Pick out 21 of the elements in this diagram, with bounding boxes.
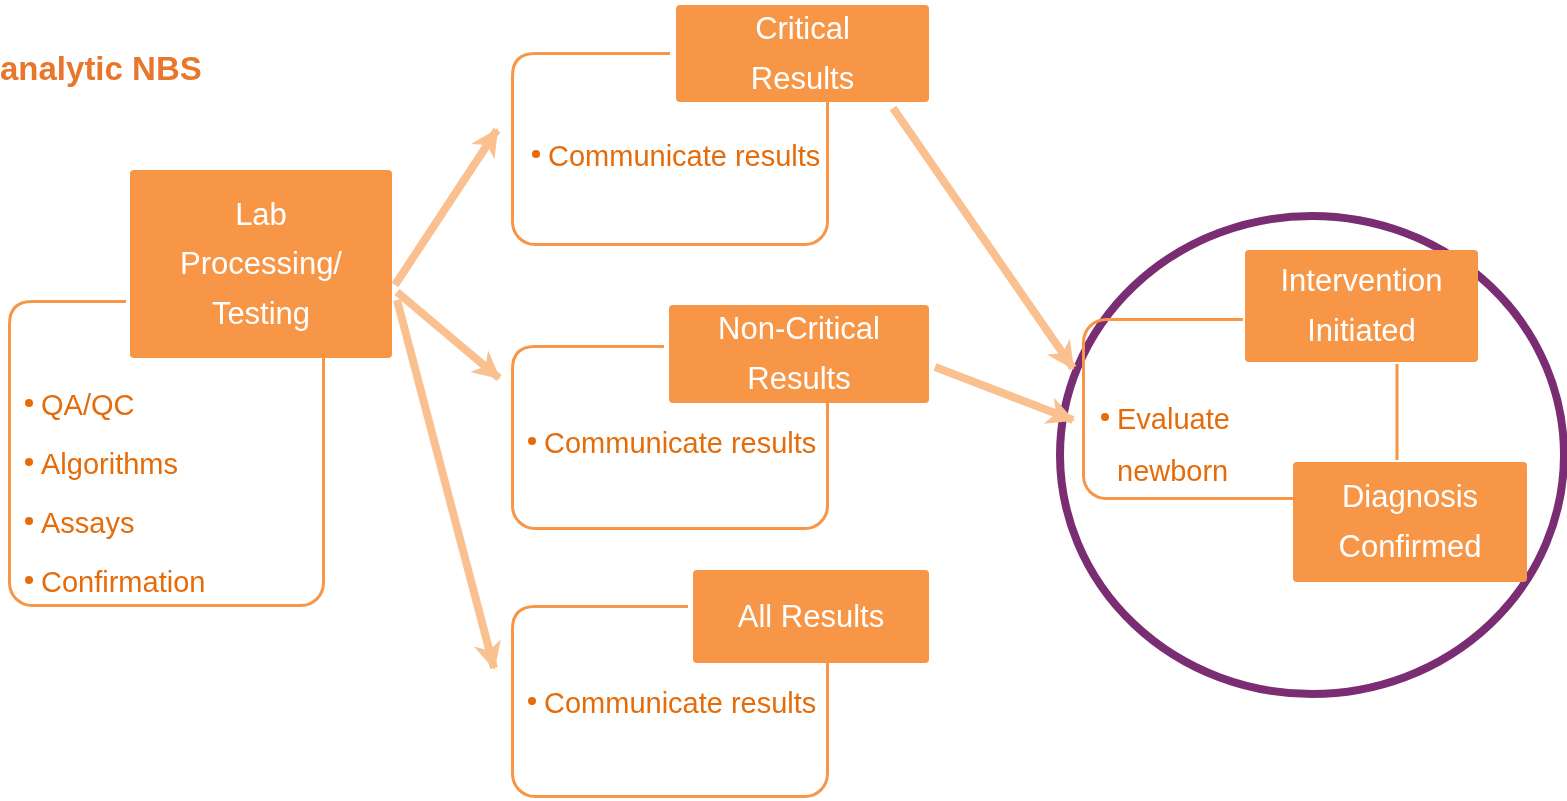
- arrow: [394, 288, 502, 382]
- bullet-text: Communicate results: [548, 139, 821, 174]
- title: analytic NBS: [0, 52, 202, 85]
- header-box: Critical Results: [676, 5, 929, 102]
- arrow: [391, 127, 501, 288]
- bullet-text: QA/QC: [41, 388, 135, 423]
- header-box: Non-Critical Results: [669, 305, 929, 403]
- bullet-text: Confirmation: [41, 565, 206, 600]
- bullet-text: Evaluate newborn: [1117, 402, 1231, 489]
- outline-card: [1082, 318, 1243, 500]
- bullet-text: Assays: [41, 506, 135, 541]
- arrow: [393, 299, 501, 670]
- header-box: Diagnosis Confirmed: [1293, 462, 1527, 582]
- bullet-text: Algorithms: [41, 447, 178, 482]
- bullet-text: Communicate results: [544, 686, 817, 721]
- arrow: [933, 363, 1075, 424]
- arrow: [889, 105, 1077, 371]
- header-box: Intervention Initiated: [1245, 250, 1478, 362]
- bullet-text: Communicate results: [544, 426, 817, 461]
- header-box: All Results: [693, 570, 929, 663]
- header-box: Lab Processing/ Testing: [130, 170, 392, 358]
